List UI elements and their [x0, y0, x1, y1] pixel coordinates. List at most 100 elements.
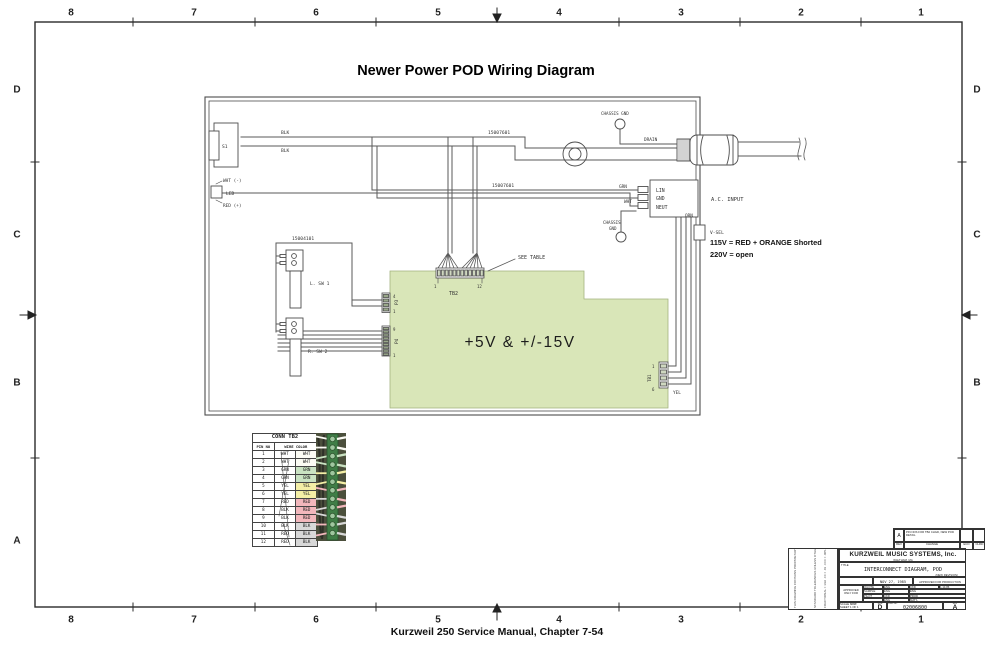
- col-label-top-8: 8: [68, 7, 74, 19]
- power-board-region: [389, 270, 669, 409]
- conn-table-cell: RED: [295, 506, 318, 515]
- col-label-top-7: 7: [191, 7, 197, 19]
- connector-p3: [381, 292, 391, 313]
- wire-ac-a: [371, 136, 639, 191]
- tb1-pin6-label: 6: [652, 387, 655, 392]
- terminal-photo-strip: [326, 433, 339, 541]
- row-label-left-b: B: [13, 377, 21, 389]
- drawing-date: NOV 27, 1985: [873, 577, 913, 585]
- wire-gnd-top: [619, 128, 678, 145]
- appr-r3c1: ENG: [883, 597, 909, 602]
- col-label-bot-2: 2: [798, 614, 804, 626]
- approved-only-for: APPROVED ONLY FOR: [839, 585, 863, 602]
- page-caption: Kurzweil 250 Service Manual, Chapter 7-5…: [390, 626, 604, 638]
- switch-rsw2: [279, 317, 304, 377]
- led-label: LED: [226, 191, 235, 197]
- conn-table-cell: YEL: [295, 490, 318, 499]
- neut-label: NEUT: [656, 205, 668, 211]
- conn-table-cell: WHT: [295, 458, 318, 467]
- conn-table-cell: BLK: [273, 514, 297, 523]
- page-title: Newer Power POD Wiring Diagram: [357, 63, 595, 79]
- conn-table-cell: RED: [295, 514, 318, 523]
- title-block: A PIN NOS FOR TB2 CHGD, NEW POD DETAIL R…: [788, 526, 986, 610]
- cable1-label: 15007601: [488, 130, 510, 136]
- p4-label: P4: [394, 338, 400, 344]
- row-label-left-c: C: [13, 229, 21, 241]
- col-label-bot-8: 8: [68, 614, 74, 626]
- appr-r2c2: PROD: [909, 593, 965, 598]
- see-table-label: SEE TABLE: [518, 255, 545, 261]
- chassis-gnd-top-label: CHASSIS GND: [601, 111, 629, 116]
- rsw-label: R. SW 2: [308, 349, 328, 355]
- wire-p4-bundle: [277, 330, 383, 352]
- conn-table-cell: YEL: [273, 482, 297, 491]
- orn-label: ORN: [685, 213, 693, 219]
- conn-table-cell: GRN: [273, 474, 297, 483]
- size-label: SIZE: [877, 603, 883, 605]
- conn-table-cell: YEL: [273, 490, 297, 499]
- conn-table-cell: WHT: [295, 450, 318, 459]
- conn-table-cell: WHT: [273, 458, 297, 467]
- company-location: WALTHAM, MA: [893, 558, 913, 562]
- col-label-top-1: 1: [918, 7, 924, 19]
- pod-enclosure: [204, 96, 701, 416]
- ferrite-bead: [562, 141, 588, 167]
- cable-break: [797, 137, 807, 161]
- drawing-title: INTERCONNECT DIAGRAM, POD: [863, 567, 943, 573]
- lsw-label: L. SW 1: [310, 281, 330, 287]
- conn-table-cell: 7: [252, 498, 275, 507]
- appr-date: 1.14.86: [939, 585, 965, 590]
- cable-lines: [737, 141, 802, 157]
- col-label-top-2: 2: [798, 7, 804, 19]
- vsel-220-label: 220V = open: [710, 250, 754, 259]
- conn-table-cell: 6: [252, 490, 275, 499]
- cable2-label: 15007601: [492, 183, 514, 189]
- appr-r0c1: ENG: [883, 585, 909, 590]
- vsel-jumper: [693, 224, 706, 241]
- conn-table-title: CONN TB2: [252, 433, 318, 443]
- ac-input-block: [637, 179, 699, 218]
- row-label-right-b: B: [973, 377, 981, 389]
- p3-top-label: 4: [393, 294, 396, 299]
- rev-strip-change: PIN NOS FOR TB2 CHGD, NEW POD DETAIL: [904, 529, 960, 542]
- p4-bot-label: 1: [393, 353, 396, 358]
- col-label-bot-6: 6: [313, 614, 319, 626]
- appr-r0c2: CKD: [909, 585, 939, 590]
- terminal-block-photo: [316, 433, 346, 541]
- conn-table-cell: 8: [252, 506, 275, 515]
- tb2-pin12-label: 12: [477, 284, 482, 289]
- wire-ac-b: [376, 145, 639, 199]
- notes-tolerances: STANDARD TOLERANCES UNLESS OTHERWISE SPE…: [813, 548, 817, 608]
- blk-bot-label: BLK: [281, 148, 290, 154]
- conn-table-col-pin: PIN NO: [252, 442, 275, 451]
- size-value: D: [877, 604, 883, 610]
- appr-r3c0: [863, 597, 883, 602]
- gnd-label: GND: [656, 196, 665, 202]
- vsel-label: V-SEL: [710, 230, 724, 236]
- wire-tb2-fan: [437, 252, 483, 269]
- power-board-label: +5V & +/-15V: [464, 334, 575, 351]
- conn-table-cell: YEL: [295, 482, 318, 491]
- cable-gland: [676, 134, 739, 166]
- rev-strip-eco-sig: [960, 529, 973, 542]
- rev-header-rev: REV: [894, 542, 904, 549]
- tb2-pin-ticks: [437, 277, 483, 284]
- title-block-main: KURZWEIL MUSIC SYSTEMS, Inc. WALTHAM, MA…: [838, 548, 966, 610]
- conn-table-cell: BLK: [295, 522, 318, 531]
- conn-table-cell: GRN: [295, 474, 318, 483]
- rev-header-change: CHANGE: [904, 542, 960, 549]
- tb2-label: TB2: [449, 291, 458, 297]
- appr-r0c0: QUOTE: [863, 585, 883, 590]
- notes-tolerances-2: FRACTIONAL ± 1/32 .XX ± .01 .XXX ± .005 …: [823, 548, 827, 608]
- ac-input-label: A.C. INPUT: [711, 197, 744, 203]
- switch-lsw1: [279, 249, 304, 309]
